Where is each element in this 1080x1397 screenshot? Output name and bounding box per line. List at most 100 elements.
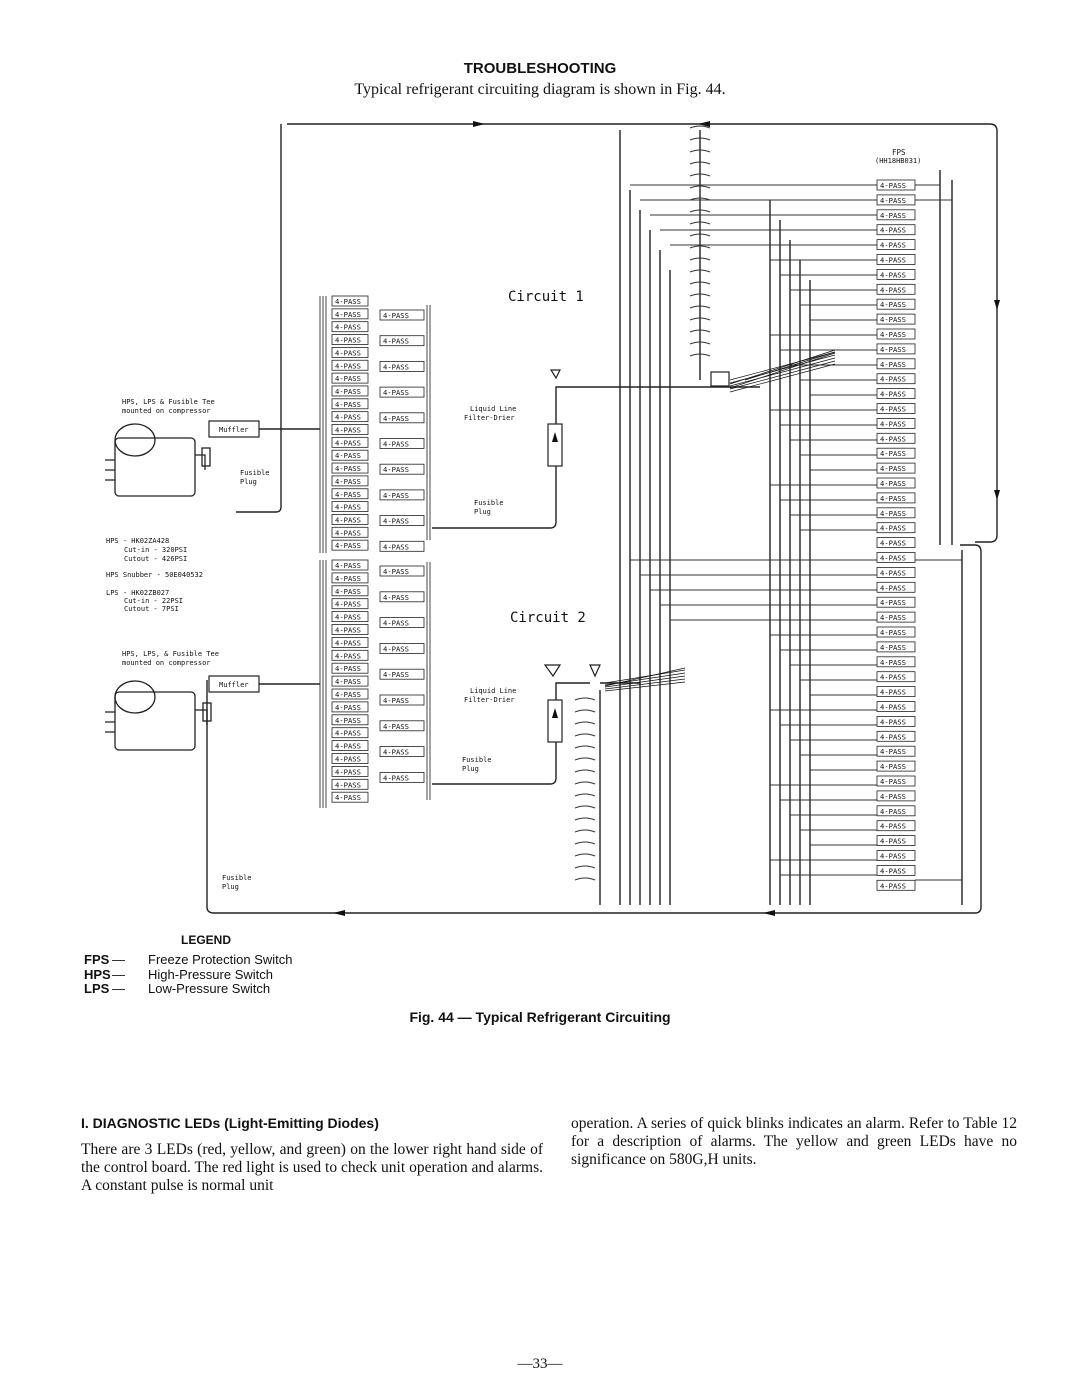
- paragraph-right: operation. A series of quick blinks indi…: [571, 1115, 1017, 1168]
- four-pass-box: 4-PASS: [876, 343, 916, 355]
- fusible-top-2: Plug: [240, 478, 257, 486]
- four-pass-label: 4-PASS: [335, 690, 361, 699]
- four-pass-box: 4-PASS: [331, 346, 369, 358]
- four-pass-label: 4-PASS: [335, 528, 361, 537]
- four-pass-label: 4-PASS: [880, 717, 906, 726]
- four-pass-label: 4-PASS: [335, 310, 361, 319]
- four-pass-label: 4-PASS: [880, 479, 906, 488]
- four-pass-label: 4-PASS: [880, 539, 906, 548]
- legend-abbr: HPS: [84, 966, 111, 982]
- four-pass-box: 4-PASS: [331, 514, 369, 525]
- four-pass-box: 4-PASS: [331, 308, 369, 320]
- legend-dash: —: [112, 952, 125, 967]
- four-pass-box: 4-PASS: [876, 462, 916, 474]
- four-pass-box: 4-PASS: [876, 477, 916, 489]
- four-pass-box: 4-PASS: [379, 643, 425, 654]
- four-pass-label: 4-PASS: [880, 464, 906, 473]
- four-pass-label: 4-PASS: [383, 440, 409, 449]
- liquid-line-top-1: Liquid Line: [470, 405, 516, 413]
- four-pass-label: 4-PASS: [335, 438, 361, 447]
- four-pass-label: 4-PASS: [880, 881, 906, 890]
- left-column: I. DIAGNOSTIC LEDs (Light-Emitting Diode…: [81, 1115, 543, 1195]
- four-pass-box: 4-PASS: [876, 179, 916, 191]
- four-pass-box: 4-PASS: [331, 411, 369, 423]
- four-pass-box: 4-PASS: [876, 328, 916, 340]
- four-pass-label: 4-PASS: [383, 388, 409, 397]
- four-pass-label: 4-PASS: [335, 742, 361, 751]
- four-pass-label: 4-PASS: [880, 285, 906, 294]
- four-pass-label: 4-PASS: [880, 583, 906, 592]
- four-pass-label: 4-PASS: [880, 837, 906, 846]
- legend-dash: —: [112, 981, 125, 996]
- four-pass-label: 4-PASS: [335, 651, 361, 660]
- fusible-mid-top-1: Fusible: [474, 499, 504, 507]
- four-pass-label: 4-PASS: [880, 196, 906, 205]
- four-pass-box: 4-PASS: [331, 539, 369, 551]
- four-pass-box: 4-PASS: [331, 449, 369, 461]
- four-pass-label: 4-PASS: [880, 405, 906, 414]
- four-pass-box: 4-PASS: [331, 688, 369, 700]
- four-pass-box: 4-PASS: [379, 720, 425, 732]
- four-pass-label: 4-PASS: [880, 866, 906, 875]
- four-pass-label: 4-PASS: [880, 270, 906, 279]
- four-pass-box: 4-PASS: [331, 766, 369, 777]
- four-pass-label: 4-PASS: [383, 722, 409, 731]
- four-pass-box: 4-PASS: [331, 385, 369, 397]
- four-pass-box: 4-PASS: [379, 515, 425, 526]
- four-pass-box: 4-PASS: [331, 701, 369, 713]
- fps-part-label: (HH18HB031): [875, 157, 921, 165]
- four-pass-label: 4-PASS: [383, 748, 409, 757]
- legend-text: Low-Pressure Switch: [148, 981, 271, 996]
- tee-bottom-line2: mounted on compressor: [122, 659, 211, 667]
- four-pass-label: 4-PASS: [880, 762, 906, 771]
- four-pass-label: 4-PASS: [880, 181, 906, 190]
- hps-spec-3: Cutout - 426PSI: [124, 555, 187, 563]
- section-heading: TROUBLESHOOTING: [463, 60, 617, 77]
- four-pass-label: 4-PASS: [880, 643, 906, 652]
- four-pass-label: 4-PASS: [335, 755, 361, 764]
- four-pass-label: 4-PASS: [335, 426, 361, 435]
- snubber-label: HPS Snubber - 50E040532: [106, 571, 203, 579]
- legend-item: FPS — Freeze Protection Switch: [84, 952, 293, 968]
- four-pass-box: 4-PASS: [331, 740, 369, 751]
- four-pass-box: 4-PASS: [876, 552, 916, 563]
- four-pass-box: 4-PASS: [331, 475, 369, 487]
- four-pass-label: 4-PASS: [335, 374, 361, 383]
- four-pass-box: 4-PASS: [331, 662, 369, 674]
- lps-spec-2: Cut-in - 22PSI: [124, 597, 183, 605]
- four-pass-box: 4-PASS: [876, 403, 916, 414]
- four-pass-box: 4-PASS: [331, 295, 369, 307]
- lps-spec-1: LPS - HK02ZB027: [106, 589, 169, 597]
- legend-abbr: FPS: [84, 952, 110, 967]
- four-pass-box: 4-PASS: [876, 656, 916, 668]
- fusible-mid-bottom-2: Plug: [462, 765, 479, 773]
- four-pass-box: 4-PASS: [876, 596, 916, 608]
- four-pass-label: 4-PASS: [383, 465, 409, 474]
- four-pass-box: 4-PASS: [876, 850, 916, 861]
- four-pass-box: 4-PASS: [379, 565, 425, 577]
- four-pass-box: 4-PASS: [379, 360, 425, 372]
- four-pass-label: 4-PASS: [880, 449, 906, 458]
- four-pass-label: 4-PASS: [880, 360, 906, 369]
- four-pass-label: 4-PASS: [335, 464, 361, 473]
- four-pass-label: 4-PASS: [335, 600, 361, 609]
- four-pass-box: 4-PASS: [876, 239, 916, 251]
- four-pass-box: 4-PASS: [876, 537, 916, 548]
- four-pass-box: 4-PASS: [876, 686, 916, 697]
- four-pass-box: 4-PASS: [876, 417, 916, 429]
- four-pass-box: 4-PASS: [379, 335, 425, 347]
- four-pass-label: 4-PASS: [335, 703, 361, 712]
- four-pass-label: 4-PASS: [335, 451, 361, 460]
- four-pass-label: 4-PASS: [335, 664, 361, 673]
- four-pass-label: 4-PASS: [880, 747, 906, 756]
- lps-spec-3: Cutout - 7PSI: [124, 605, 179, 613]
- four-pass-label: 4-PASS: [880, 852, 906, 861]
- tee-top-line2: mounted on compressor: [122, 407, 211, 415]
- four-pass-label: 4-PASS: [335, 413, 361, 422]
- four-pass-box: 4-PASS: [331, 359, 369, 371]
- four-pass-label: 4-PASS: [335, 477, 361, 486]
- four-pass-label: 4-PASS: [383, 414, 409, 423]
- four-pass-box: 4-PASS: [876, 358, 916, 370]
- four-pass-label: 4-PASS: [335, 561, 361, 570]
- four-pass-label: 4-PASS: [880, 434, 906, 443]
